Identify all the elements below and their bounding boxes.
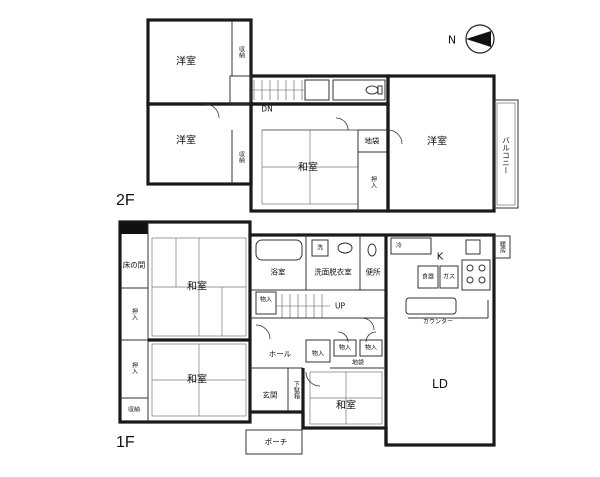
floor-1f: 洗 (116, 220, 511, 455)
room-oshiire-b: 押入 (131, 361, 138, 374)
room-mono-b: 物入 (312, 350, 324, 358)
room-benjo: 便所 (366, 267, 381, 277)
fridge-label: 冷 (396, 242, 402, 250)
porch-outline (245, 429, 303, 455)
bathtub-icon (255, 239, 303, 261)
sink-icon (337, 242, 353, 254)
cupboard-label: 食器 (422, 273, 434, 281)
compass-needle-icon (466, 31, 491, 47)
toilet-1f-icon (367, 243, 377, 257)
room-porch: ポーチ (265, 438, 288, 447)
gas-label: ガス (443, 273, 455, 281)
counter-outline (405, 297, 457, 315)
youshitsu-a-wall (146, 18, 253, 106)
room-youshitsu-a: 洋室 (176, 55, 196, 68)
room-senmen: 洗面脱衣室 (314, 267, 352, 277)
stair-2f (252, 80, 304, 100)
room-oshiire-2f: 押入 (370, 175, 377, 188)
room-shuno-1f: 収納 (128, 406, 140, 414)
room-youshitsu-b: 洋室 (176, 134, 196, 147)
balcony-outline (493, 99, 519, 209)
room-mono-a: 物入 (260, 296, 272, 304)
compass-north-label: N (448, 34, 456, 47)
room-shuno-a: 収納 (238, 46, 245, 59)
floor-2f: 洋室 収納 洋室 収納 DN 和室 地袋 押入 洋室 バルコニー 2F (116, 18, 519, 213)
room-jibukuro-2f: 地袋 (365, 136, 380, 146)
fridge-outline (390, 237, 432, 255)
toilet-2f-icon (365, 85, 383, 95)
washer-label: 洗 (317, 244, 323, 252)
compass: N (448, 24, 495, 54)
room-washitsu-2f: 和室 (298, 161, 318, 174)
room-tokonoma: 床の間 (123, 260, 146, 270)
room-washitsu-a: 和室 (187, 280, 207, 293)
room-oshiire-a: 押入 (131, 307, 138, 320)
room-washitsu-b: 和室 (187, 373, 207, 386)
room-washitsu-c: 和室 (336, 399, 356, 412)
youshitsu-b-wall (146, 102, 253, 186)
washitsu-2f-wall (249, 102, 390, 213)
heater-label: 暖房 (499, 240, 506, 254)
room-mono-c: 物入 (339, 344, 351, 352)
room-genkan: 玄関 (263, 390, 278, 400)
room-yokushitsu: 浴室 (271, 267, 286, 277)
stair-dn-label: DN (261, 105, 272, 114)
room-kitchen: K (437, 252, 444, 263)
room-shuno-b: 収納 (238, 151, 245, 164)
room-getabako: 下駄箱 (293, 381, 300, 400)
room-mono-d: 物入 (365, 344, 377, 352)
burner-icon (466, 264, 474, 272)
counter-label: カウンター (423, 318, 453, 326)
room-jibukuro-1f: 地袋 (352, 359, 364, 367)
room-ld: LD (432, 377, 448, 391)
stair-1f (276, 294, 330, 318)
washer-icon (311, 239, 329, 257)
floor-1f-label: 1F (116, 434, 135, 451)
stair-up-label: UP (335, 302, 345, 311)
balcony-label: バルコニー (501, 136, 510, 174)
floor-2f-label: 2F (116, 192, 135, 209)
room-hall: ホール (269, 350, 292, 359)
room-youshitsu-c: 洋室 (427, 135, 447, 148)
